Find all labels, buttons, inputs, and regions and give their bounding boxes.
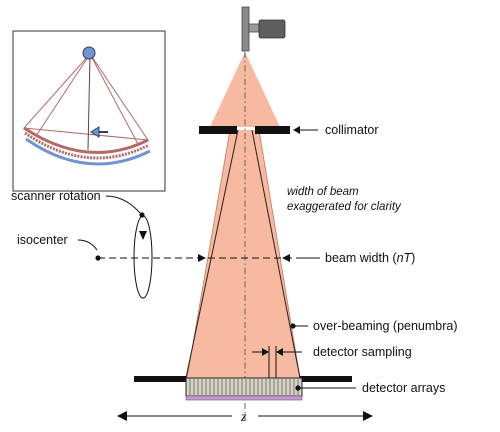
detector-plate-right [300,376,352,382]
beam-width-arrow-left [198,254,206,262]
label-detector-sampling: detector sampling [313,345,412,359]
inset-detector-arc [24,131,150,160]
beam-width-arrow-right [282,254,290,262]
scanner-rotation-dot [139,212,145,218]
detector-base [185,395,303,401]
label-scanner-rotation: scanner rotation [11,189,101,203]
gantry-inset [12,30,166,192]
label-beam-note-2: exaggerated for clarity [287,201,402,213]
z-axis-arrow-right [363,411,373,421]
umbra-edge-right [251,129,301,379]
label-detector-arrays: detector arrays [362,381,445,395]
rotation-arrow-icon [139,231,147,240]
label-collimator: collimator [325,123,379,137]
over-beaming-dot [290,323,296,329]
label-z-axis: z [240,410,247,425]
collimator-jaw-right [255,126,290,134]
collimator-jaw-left [199,126,237,134]
detector-cells [189,379,299,395]
umbra-edge-left [185,129,239,379]
detector-body [185,377,303,397]
xray-beam [185,52,301,420]
inset-arrow-icon [90,126,108,138]
label-over-beaming: over-beaming (penumbra) [313,319,458,333]
sampling-arrow-left [262,348,269,356]
scanner-rotation-leader [105,195,141,214]
collimator [199,126,290,134]
xray-tube-icon [241,6,286,52]
collimator-pointer-head [293,126,300,134]
sampling-arrow-right [276,348,283,356]
label-isocenter: isocenter [17,233,68,247]
detector-array [134,376,352,401]
beam-lower [187,130,300,378]
z-axis-arrow-left [117,411,127,421]
inset-fan-line [35,53,91,137]
inset-detector-arc [23,126,149,154]
label-beam-width: beam width (nT) [325,251,415,265]
inset-fan-line [89,53,139,145]
inset-center-ray [87,53,91,151]
isocenter-leader [77,239,98,251]
penumbra-edge-right [258,129,301,379]
inset-fan [22,53,150,141]
detector-plate-left [134,376,186,382]
inset-detector-base [25,137,151,166]
label-beam-note-1: width of beam [287,186,359,198]
detector-arrays-dot [295,385,301,391]
rotation-ellipse [133,215,153,299]
inset-source-ball [82,46,96,60]
